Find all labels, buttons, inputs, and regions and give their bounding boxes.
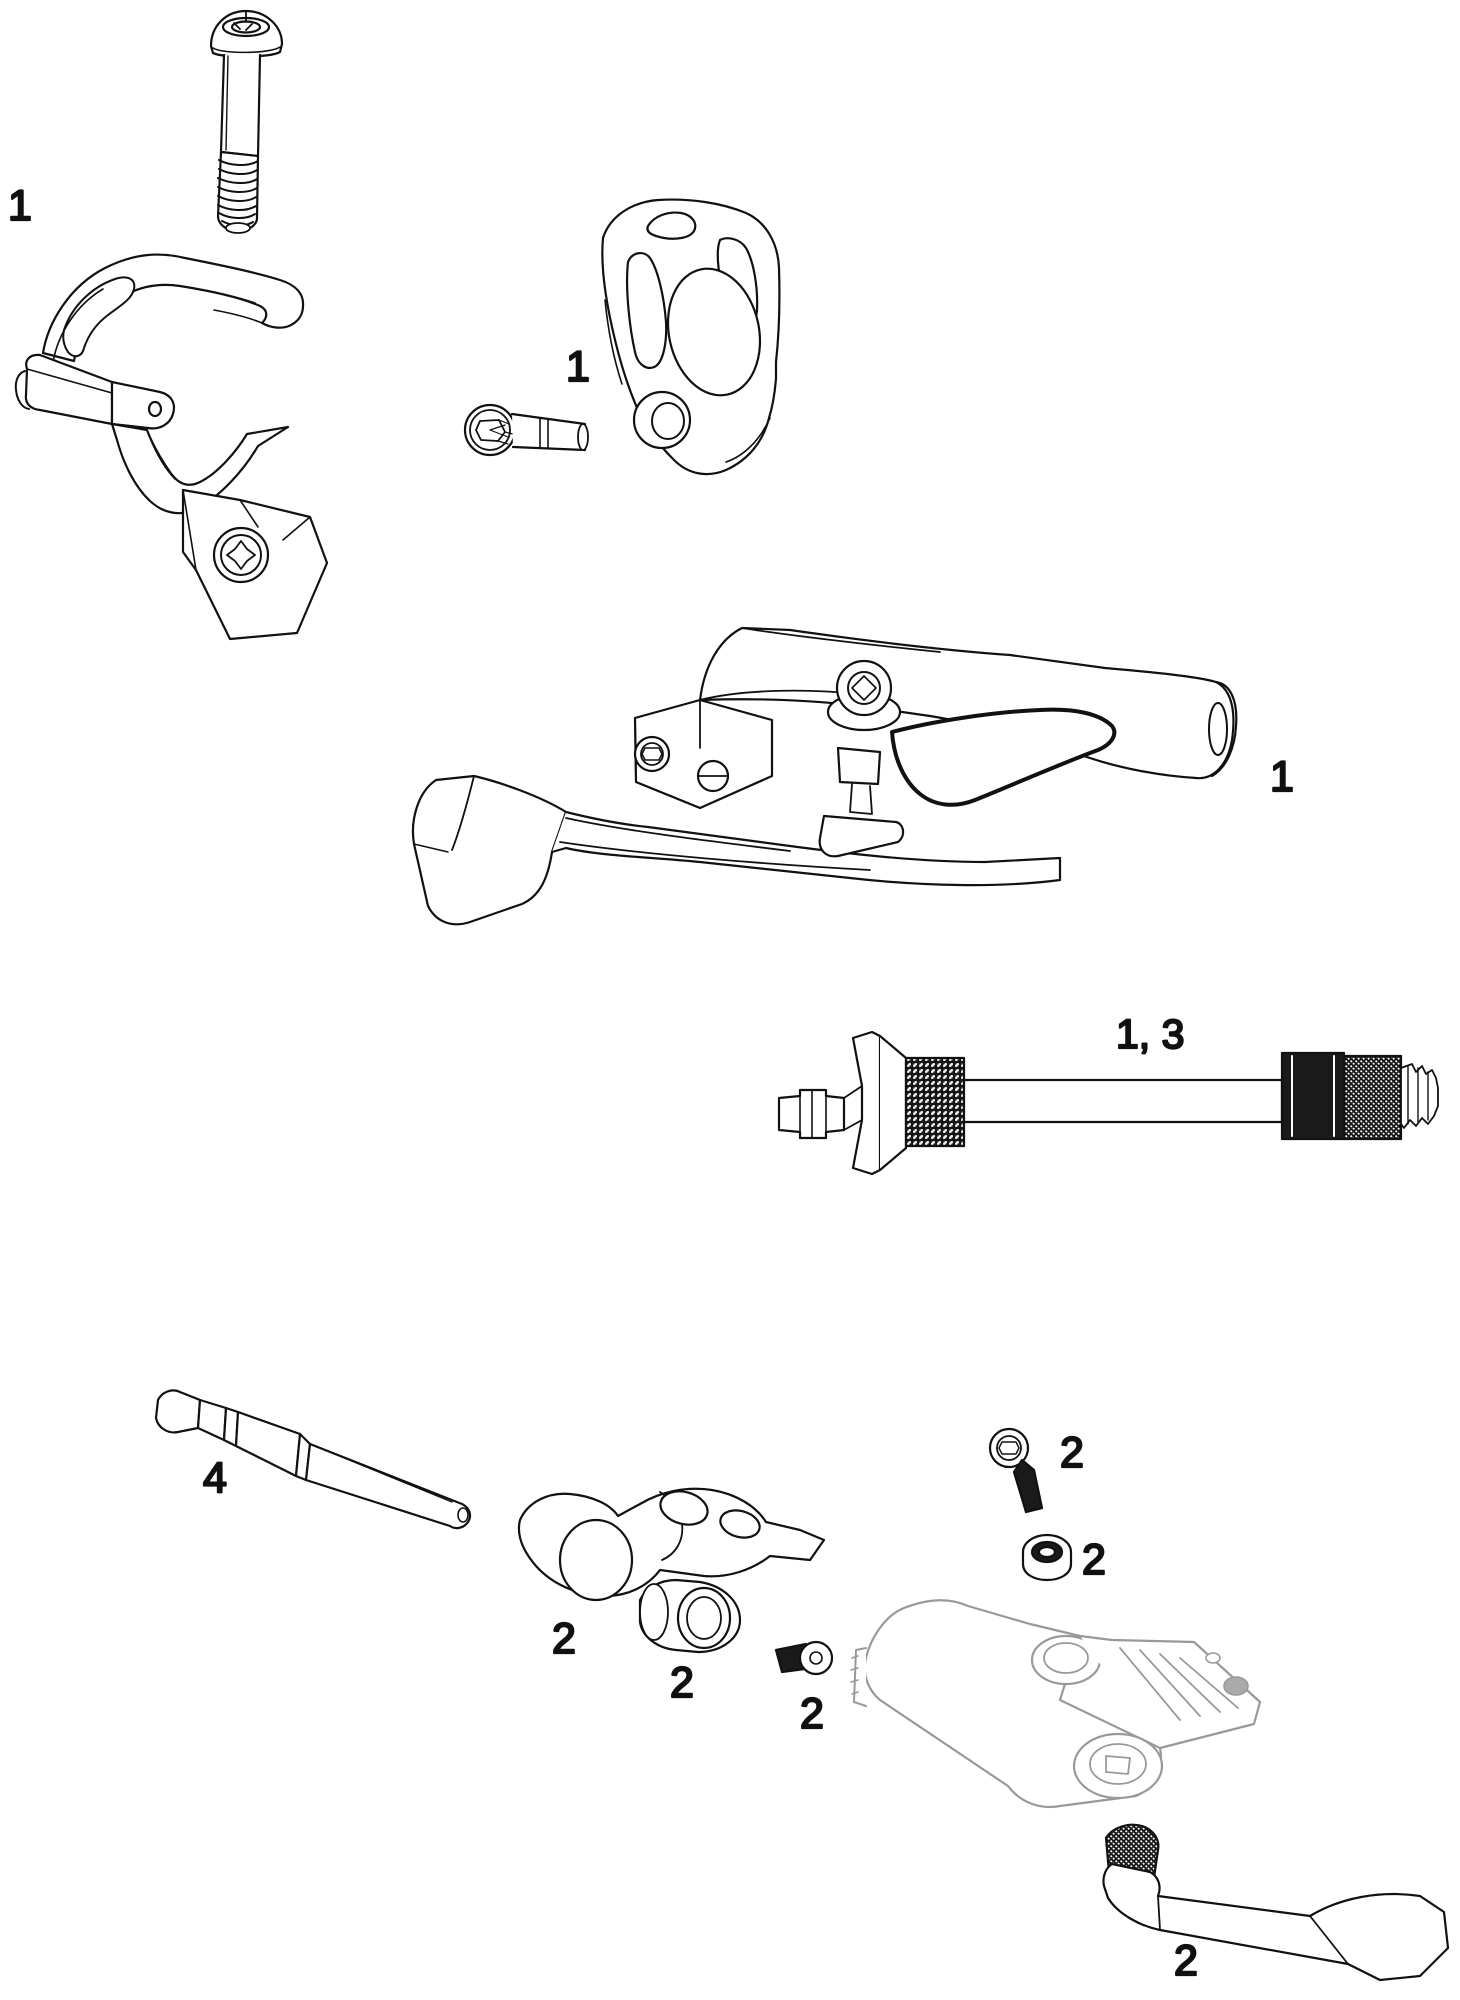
svg-text:2: 2	[1174, 1937, 1198, 1985]
svg-text:1: 1	[8, 182, 32, 230]
svg-text:2: 2	[800, 1690, 824, 1738]
svg-text:1: 1	[566, 343, 590, 391]
svg-text:1, 3: 1, 3	[1116, 1011, 1184, 1057]
svg-text:2: 2	[670, 1659, 694, 1707]
svg-text:4: 4	[203, 1454, 227, 1502]
svg-text:2: 2	[552, 1615, 576, 1663]
svg-text:1: 1	[1270, 753, 1294, 801]
svg-text:2: 2	[1082, 1536, 1106, 1584]
svg-text:2: 2	[1060, 1429, 1084, 1477]
